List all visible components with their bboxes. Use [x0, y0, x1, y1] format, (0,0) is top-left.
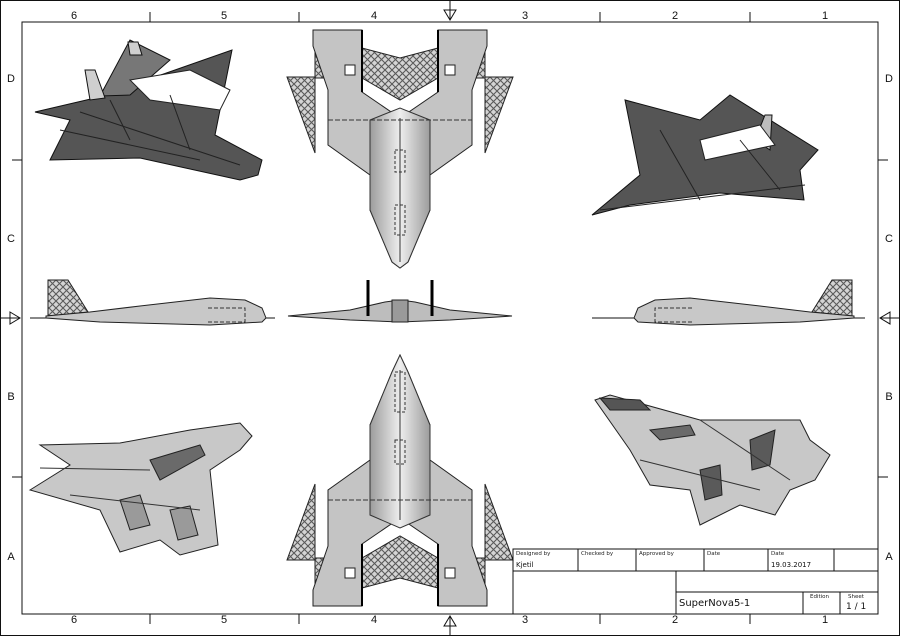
- zone-row-left-c: C: [7, 233, 15, 245]
- zone-col-bottom-4: 4: [370, 614, 378, 626]
- zone-col-top-5: 5: [220, 10, 228, 22]
- zone-col-top-3: 3: [521, 10, 529, 22]
- date-label: Date: [771, 551, 785, 557]
- zone-row-right-a: A: [885, 551, 893, 563]
- zone-row-right-b: B: [885, 391, 893, 403]
- side-view-right: [592, 279, 865, 326]
- zone-row-left-d: D: [7, 73, 15, 85]
- approved-date-label: Date: [707, 551, 721, 557]
- date-value: 19.03.2017: [771, 561, 812, 569]
- sheet-value: 1 / 1: [846, 602, 867, 612]
- edition-label: Edition: [810, 594, 830, 600]
- iso-view-bottom-left: [28, 422, 253, 556]
- zone-col-bottom-1: 1: [821, 614, 829, 626]
- zone-row-right-d: D: [885, 73, 893, 85]
- inner-frame: [21, 21, 879, 615]
- checked-by-label: Checked by: [581, 551, 614, 557]
- side-view-left: [30, 279, 275, 326]
- zone-col-top-2: 2: [671, 10, 679, 22]
- title-block-frame: [512, 548, 879, 615]
- zone-col-top-4: 4: [370, 10, 378, 22]
- zone-col-bottom-6: 6: [70, 614, 78, 626]
- zone-ticks: [12, 12, 888, 624]
- designed-by-value: Kjetil: [516, 561, 534, 569]
- iso-view-top-right: [591, 94, 819, 216]
- zone-col-bottom-5: 5: [220, 614, 228, 626]
- front-view: [287, 280, 513, 323]
- zone-row-left-a: A: [7, 551, 15, 563]
- sheet-label: Sheet: [848, 594, 864, 600]
- designed-by-label: Designed by: [516, 551, 551, 557]
- zone-col-top-1: 1: [821, 10, 829, 22]
- zone-col-top-6: 6: [70, 10, 78, 22]
- zone-col-bottom-2: 2: [671, 614, 679, 626]
- zone-row-left-b: B: [7, 391, 15, 403]
- zone-col-bottom-3: 3: [521, 614, 529, 626]
- iso-view-bottom-right: [594, 394, 831, 526]
- zone-row-right-c: C: [885, 233, 893, 245]
- approved-by-label: Approved by: [639, 551, 674, 557]
- bottom-view: [286, 353, 514, 607]
- iso-view-top-left: [34, 39, 263, 181]
- drawing-title: SuperNova5-1: [679, 598, 751, 609]
- top-view: [286, 29, 514, 269]
